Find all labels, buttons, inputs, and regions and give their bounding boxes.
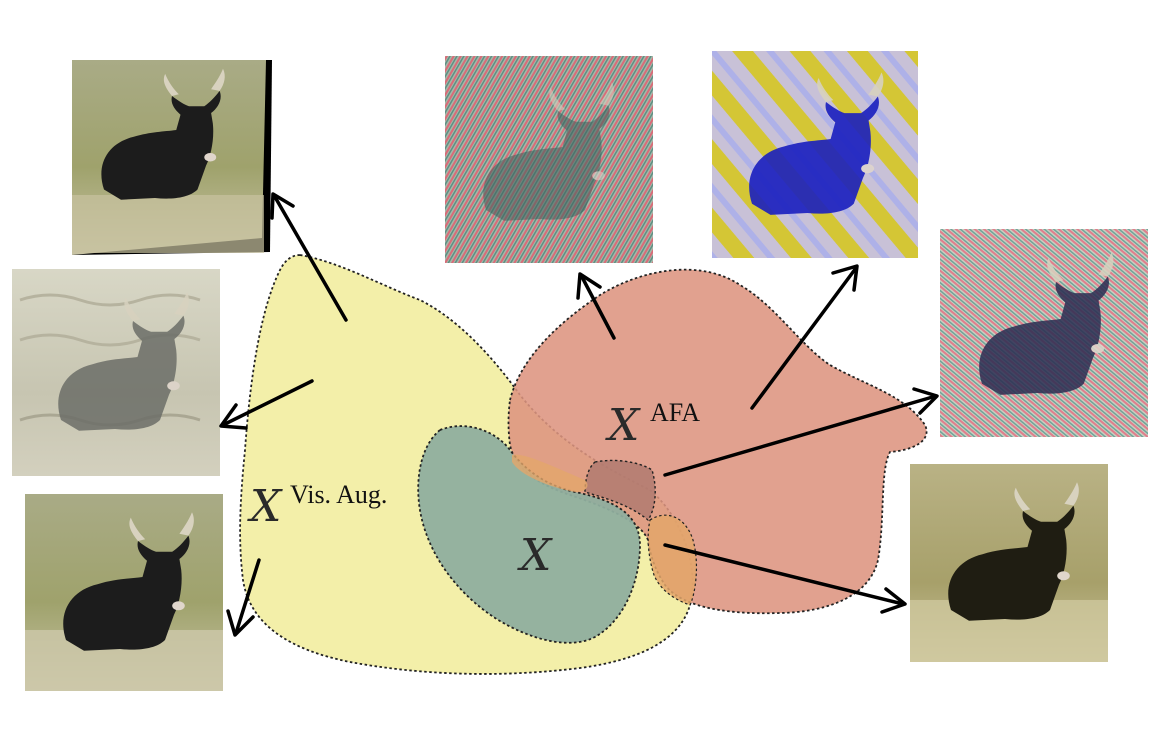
vis-aug-superscript: Vis. Aug. bbox=[290, 480, 387, 509]
cropped-bull-image bbox=[25, 494, 223, 691]
vis-aug-symbol: X bbox=[247, 481, 283, 532]
afa-symbol: X bbox=[605, 400, 641, 451]
overlap-visaug-afa-top bbox=[512, 454, 588, 492]
diagonal-stripe-bull-image bbox=[940, 229, 1148, 437]
arrow-to-fine-stripe-bull bbox=[576, 272, 616, 340]
sheared-bull-image bbox=[72, 60, 272, 255]
afa-label: X AFA bbox=[605, 398, 700, 451]
vis-aug-label: X Vis. Aug. bbox=[247, 480, 387, 532]
overlap-afa-visaug bbox=[647, 514, 698, 606]
arrow-to-cropped-bull bbox=[226, 558, 261, 637]
afa-superscript: AFA bbox=[650, 398, 700, 427]
overlap-afa-original bbox=[584, 459, 656, 522]
afa-region bbox=[507, 268, 928, 615]
yellow-blue-stripe-bull-image bbox=[712, 51, 918, 258]
style-bull-image bbox=[12, 269, 220, 476]
original-symbol: X bbox=[517, 530, 553, 581]
arrow-to-diagonal-stripe-bull bbox=[663, 387, 939, 477]
arrow-to-style-bull bbox=[219, 379, 314, 430]
arrow-to-sepia-bull bbox=[663, 543, 907, 614]
arrow-to-yellow-blue-stripe-bull bbox=[750, 264, 859, 410]
arrow-to-sheared-bull bbox=[270, 192, 348, 322]
fine-stripe-bull-image bbox=[445, 56, 653, 263]
sepia-bull-image bbox=[910, 464, 1108, 662]
